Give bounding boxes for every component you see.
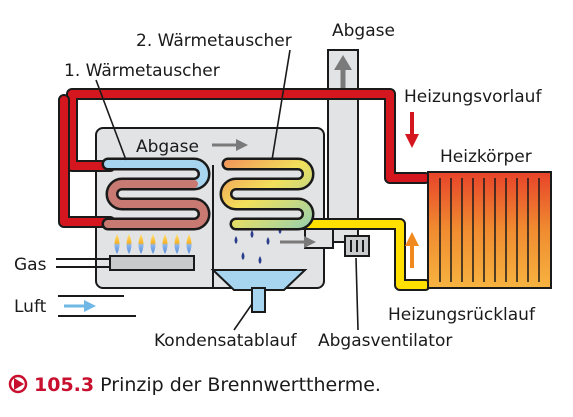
flame-icon (138, 234, 144, 254)
label-heizkoerper: Heizkörper (440, 147, 532, 167)
return-pipe (256, 218, 431, 291)
gas-line (56, 258, 110, 268)
label-abgase-inner: Abgase (136, 137, 199, 157)
flame-icon (174, 234, 180, 254)
caption-marker (8, 374, 28, 394)
water-drop-icon (241, 252, 245, 260)
label-kondensat: Kondensatablauf (154, 331, 298, 351)
exhaust-fan (344, 235, 370, 257)
flames (114, 234, 192, 254)
condensate-collector (210, 269, 308, 313)
water-drop-icon (258, 256, 262, 264)
exhaust-chimney (327, 49, 359, 243)
water-drop-icon (250, 230, 254, 238)
label-vorlauf: Heizungsvorlauf (404, 87, 542, 107)
water-drop-icon (234, 236, 238, 244)
label-hx2: 2. Wärmetauscher (136, 31, 292, 51)
label-gas: Gas (14, 255, 47, 275)
label-ruecklauf: Heizungsrücklauf (388, 305, 536, 325)
flame-icon (126, 234, 132, 254)
flame-icon (162, 234, 168, 254)
flame-icon (186, 234, 192, 254)
label-ventilator: Abgasventilator (318, 331, 452, 351)
caption-text: Prinzip der Brennwerttherme. (94, 374, 381, 396)
flame-icon (150, 234, 156, 254)
leader-lines (95, 49, 359, 331)
heat-exchanger-1 (101, 157, 211, 231)
caption-number: 105.3 (34, 374, 94, 396)
supply-pipe (58, 88, 431, 228)
label-luft: Luft (14, 297, 47, 317)
figure-caption: 105.3 Prinzip der Brennwerttherme. (34, 374, 381, 396)
label-abgase-top: Abgase (332, 21, 395, 41)
label-hx1: 1. Wärmetauscher (64, 61, 220, 81)
radiator (427, 171, 552, 289)
flame-icon (114, 234, 120, 254)
return-flow-arrow (405, 232, 419, 268)
air-inlet (58, 295, 136, 317)
arrow-circle-icon (8, 374, 28, 394)
heat-exchanger-2 (219, 157, 315, 231)
condensate-drops (234, 226, 282, 264)
water-drop-icon (266, 237, 270, 245)
supply-flow-arrow (405, 112, 419, 148)
burner (109, 234, 195, 271)
